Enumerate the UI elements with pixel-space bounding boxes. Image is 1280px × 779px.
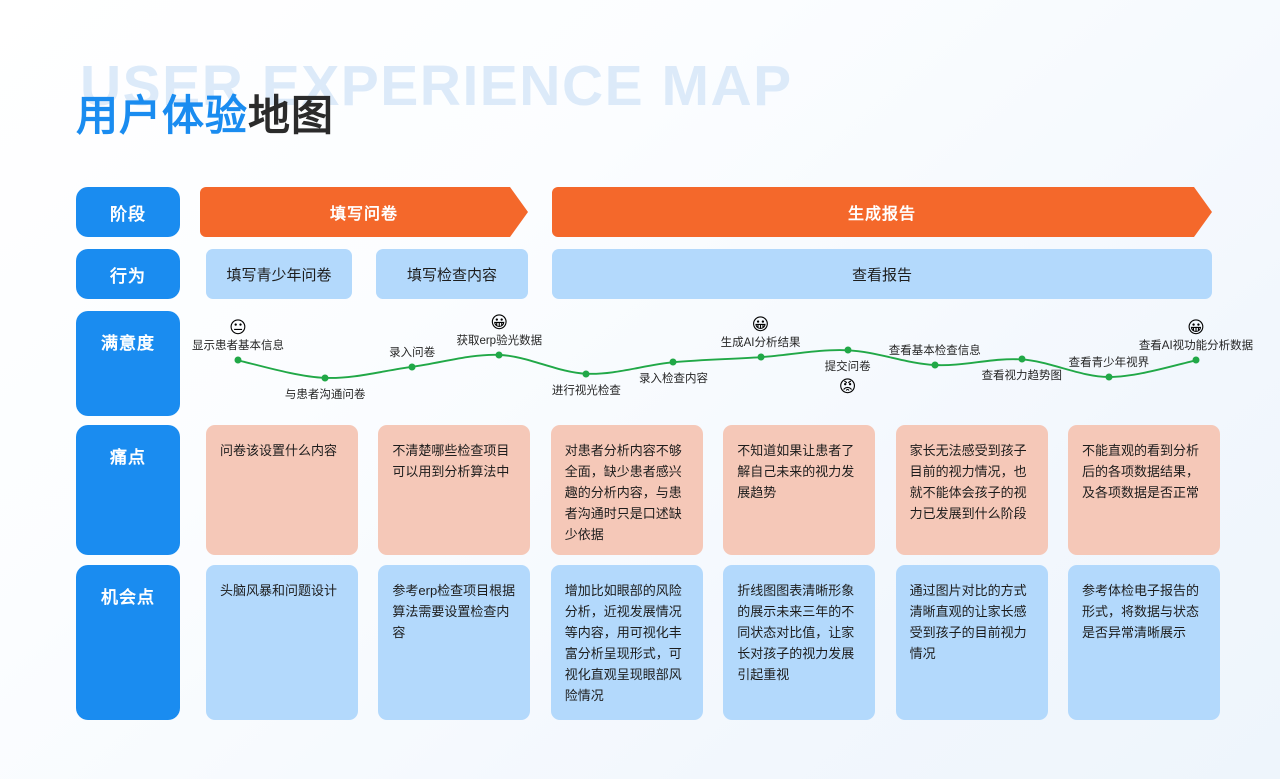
- satisfaction-curve-svg: [237, 349, 1197, 379]
- satisfaction-point-label: 显示患者基本信息: [192, 340, 284, 353]
- grinning-face-icon: 😀: [751, 315, 770, 335]
- pain-point-card: 家长无法感受到孩子目前的视力情况，也就不能体会孩子的视力已发展到什么阶段: [895, 425, 1048, 555]
- opportunity-card: 折线图图表清晰形象的展示未来三年的不同状态对比值，让家长对孩子的视力发展引起重视: [723, 565, 876, 720]
- opportunity-card: 参考体检电子报告的形式，将数据与状态是否异常清晰展示: [1068, 565, 1220, 720]
- satisfaction-data-point: [1192, 356, 1200, 364]
- opportunity-card: 通过图片对比的方式清晰直观的让家长感受到孩子的目前视力情况: [895, 565, 1048, 720]
- action-chip-1: 填写检查内容: [376, 249, 528, 299]
- pain-point-card: 对患者分析内容不够全面，缺少患者感兴趣的分析内容，与患者沟通时只是口述缺少依据: [550, 425, 703, 555]
- row-label-action: 行为: [76, 249, 180, 299]
- opportunity-card: 头脑风暴和问题设计: [206, 565, 358, 720]
- page-title: 用户体验地图: [76, 90, 334, 143]
- satisfaction-point-label: 提交问卷: [824, 361, 871, 374]
- satisfaction-point-label: 录入检查内容: [638, 373, 708, 386]
- satisfaction-point-label: 查看AI视功能分析数据: [1138, 340, 1254, 353]
- stage-row: 填写问卷 生成报告: [200, 187, 1212, 237]
- satisfaction-point-label: 录入问卷: [389, 346, 436, 359]
- satisfaction-data-point: [1105, 373, 1113, 381]
- angry-face-icon: 😡: [838, 377, 857, 397]
- satisfaction-data-point: [408, 363, 416, 371]
- ghost-title-watermark: USER EXPERIENCE MAP: [80, 54, 793, 118]
- page-title-highlight: 用户体验: [76, 92, 249, 139]
- satisfaction-data-point: [669, 358, 677, 366]
- satisfaction-point-label: 查看青少年视界: [1068, 356, 1150, 369]
- neutral-face-icon: 😐: [229, 318, 247, 338]
- action-row: 填写青少年问卷 填写检查内容 查看报告: [200, 249, 1212, 299]
- opportunity-row: 头脑风暴和问题设计参考erp检查项目根据算法需要设置检查内容增加比如眼部的风险分…: [200, 565, 1220, 720]
- satisfaction-point-label: 获取erp验光数据: [456, 334, 543, 347]
- satisfaction-data-point: [757, 353, 765, 361]
- satisfaction-point-label: 生成AI分析结果: [720, 337, 801, 350]
- satisfaction-curve-chart: 显示患者基本信息 😐 与患者沟通问卷 录入问卷 获取erp验光数据 😀 进行视光检查 录入检查…: [190, 300, 1253, 418]
- satisfaction-point-label: 查看视力趋势图: [981, 370, 1063, 383]
- stage-banner-1: 生成报告: [552, 187, 1212, 237]
- row-label-pain: 痛点: [76, 425, 180, 555]
- satisfaction-data-point: [495, 351, 503, 359]
- action-chip-0: 填写青少年问卷: [206, 249, 352, 299]
- pain-point-card: 不能直观的看到分析后的各项数据结果，及各项数据是否正常: [1068, 425, 1220, 555]
- grinning-face-icon: 😀: [490, 312, 509, 332]
- row-label-satisfaction: 满意度: [76, 311, 180, 416]
- page-header: USER EXPERIENCE MAP 用户体验地图: [76, 58, 896, 158]
- pain-point-card: 不清楚哪些检查项目可以用到分析算法中: [378, 425, 531, 555]
- satisfaction-curve-line: [237, 349, 1197, 379]
- satisfaction-data-point: [321, 374, 329, 382]
- opportunity-card: 增加比如眼部的风险分析，近视发展情况等内容，用可视化丰富分析呈现形式，可视化直观…: [550, 565, 703, 720]
- satisfaction-data-point: [931, 361, 939, 369]
- row-label-opportunity: 机会点: [76, 565, 180, 720]
- row-label-stage: 阶段: [76, 187, 180, 237]
- satisfaction-point-label: 与患者沟通问卷: [284, 388, 366, 401]
- satisfaction-data-point: [1018, 355, 1026, 363]
- stage-banner-0: 填写问卷: [200, 187, 528, 237]
- pain-point-card: 不知道如果让患者了解自己未来的视力发展趋势: [723, 425, 876, 555]
- satisfaction-data-point: [844, 346, 852, 354]
- page-title-rest: 地图: [248, 92, 335, 139]
- pain-point-row: 问卷该设置什么内容不清楚哪些检查项目可以用到分析算法中对患者分析内容不够全面，缺…: [200, 425, 1220, 555]
- grinning-face-icon: 😀: [1187, 318, 1205, 338]
- satisfaction-data-point: [234, 356, 242, 364]
- satisfaction-point-label: 进行视光检查: [551, 384, 621, 397]
- pain-point-card: 问卷该设置什么内容: [206, 425, 358, 555]
- opportunity-card: 参考erp检查项目根据算法需要设置检查内容: [378, 565, 531, 720]
- satisfaction-data-point: [582, 370, 590, 378]
- action-chip-2: 查看报告: [552, 249, 1212, 299]
- satisfaction-point-label: 查看基本检查信息: [888, 345, 981, 357]
